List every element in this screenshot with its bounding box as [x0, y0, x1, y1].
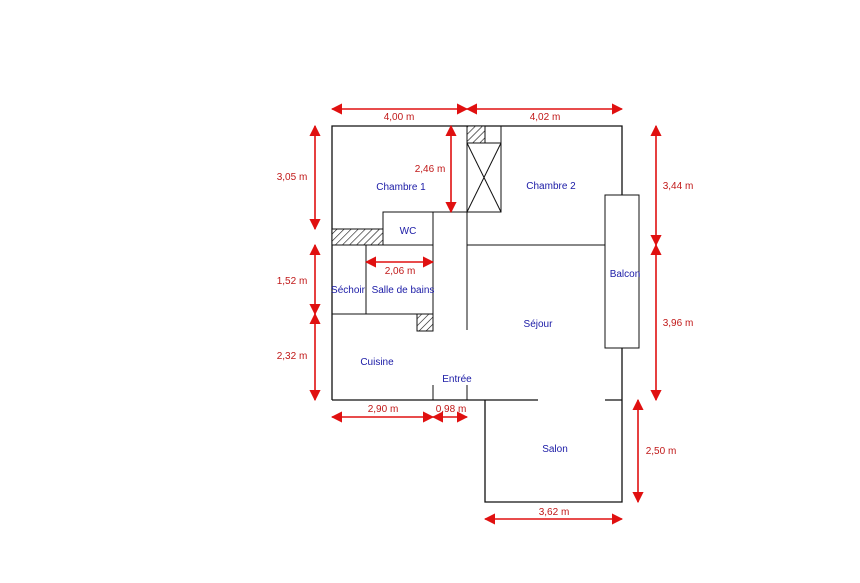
label-salle-de-bains: Salle de bains [372, 285, 435, 296]
hatched-shafts [331, 125, 486, 332]
shaft-bath [416, 313, 434, 332]
label-balcon: Balcon [610, 269, 641, 280]
balcony-outline [604, 194, 640, 349]
label-chambre-2: Chambre 2 [526, 181, 576, 192]
dim-entree-width: 0,98 m [436, 404, 467, 415]
dim-sechoir-height: 1,52 m [277, 276, 308, 287]
dim-top-right-width: 4,02 m [530, 112, 561, 123]
label-wc: WC [400, 226, 417, 237]
salon-walls [484, 400, 623, 503]
dim-salon-height: 2,50 m [646, 446, 677, 457]
dim-cuisine-height: 2,32 m [277, 351, 308, 362]
label-sejour: Séjour [524, 319, 554, 330]
dim-cuisine-width: 2,90 m [368, 404, 399, 415]
dim-salon-width: 3,62 m [539, 507, 570, 518]
label-cuisine: Cuisine [360, 357, 394, 368]
room-labels: Chambre 1 Chambre 2 WC Séchoir Salle de … [331, 181, 640, 455]
dim-chambre1-height: 3,05 m [277, 172, 308, 183]
label-sechoir: Séchoir [331, 285, 366, 296]
dim-top-left-width: 4,00 m [384, 112, 415, 123]
shaft-closet [466, 125, 486, 144]
label-chambre-1: Chambre 1 [376, 182, 426, 193]
dim-closet-height: 2,46 m [415, 164, 446, 175]
label-salon: Salon [542, 444, 568, 455]
dimension-lines [309, 103, 662, 525]
dim-sejour-height: 3,96 m [663, 318, 694, 329]
dim-chambre2-height: 3,44 m [663, 181, 694, 192]
dim-bath-width: 2,06 m [385, 266, 416, 277]
label-entree: Entrée [442, 374, 472, 385]
shaft-wc [331, 228, 384, 246]
dimension-labels: 4,00 m 4,02 m 3,05 m 1,52 m 2,32 m 2,46 … [277, 112, 694, 518]
